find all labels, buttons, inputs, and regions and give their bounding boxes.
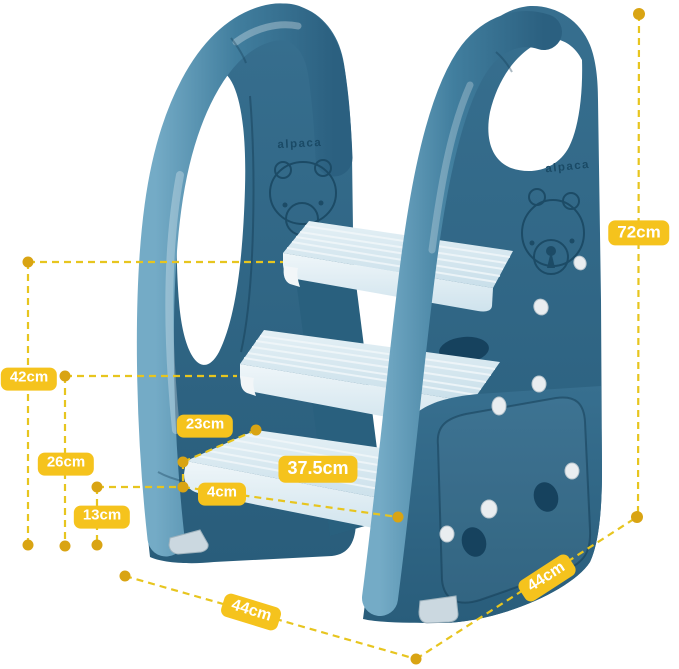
- left-tube-seam-lower: [157, 471, 187, 483]
- bear-face-left: [269, 159, 337, 236]
- dimension-badge-total-height: 72cm: [608, 220, 670, 246]
- left-tube-seam: [230, 37, 247, 64]
- line-base-width: [415, 516, 638, 660]
- middle-step-bracket: [240, 376, 256, 396]
- left-handle-tube: [136, 3, 353, 557]
- dimension-badge-middle-step-height: 26cm: [37, 452, 95, 476]
- brand-text-left: alpaca: [277, 137, 322, 151]
- panel-hole: [533, 482, 559, 512]
- dimension-badge-bottom-step-height: 13cm: [73, 505, 131, 529]
- brand-text-right: alpaca: [545, 159, 591, 176]
- rivet: [533, 298, 549, 316]
- line-23-depth: [182, 428, 257, 464]
- top-step-front: [283, 253, 493, 312]
- left-panel-crease: [240, 95, 255, 353]
- line-base-depth: [124, 574, 417, 661]
- dimension-badge-step-width: 37.5cm: [278, 455, 358, 483]
- dimension-badge-top-step-height: 42cm: [0, 367, 58, 391]
- middle-step-stripes: [243, 335, 496, 396]
- bear-eye: [282, 202, 288, 208]
- right-handle-tube: [362, 11, 562, 616]
- bottom-step-front: [184, 461, 432, 536]
- rivet: [531, 375, 547, 393]
- right-tube-seam: [495, 51, 513, 73]
- rivet: [491, 396, 507, 416]
- right-tube-highlight: [428, 81, 474, 254]
- bear-face-right: [521, 188, 585, 275]
- line-total-height: [636, 13, 641, 518]
- left-foot-pad: [168, 529, 209, 555]
- left-tube-highlight: [165, 171, 184, 434]
- dimension-dots: [22, 8, 645, 665]
- rivet: [573, 255, 587, 271]
- top-step-bracket: [283, 266, 300, 287]
- bear-eye: [569, 238, 575, 244]
- dimension-badge-step-depth: 23cm: [176, 414, 234, 438]
- right-front-foot-pad: [418, 595, 459, 624]
- rivet: [439, 525, 455, 543]
- panel-hole: [461, 527, 487, 557]
- left-tube-highlight-top: [232, 21, 302, 46]
- bear-nose-stem: [547, 251, 555, 268]
- rivet: [564, 462, 580, 480]
- right-rail-front: [362, 11, 602, 624]
- dimension-badge-step-thickness: 4cm: [197, 482, 247, 506]
- rivet: [480, 499, 498, 519]
- bear-eye: [318, 200, 324, 206]
- bear-eye: [529, 240, 535, 246]
